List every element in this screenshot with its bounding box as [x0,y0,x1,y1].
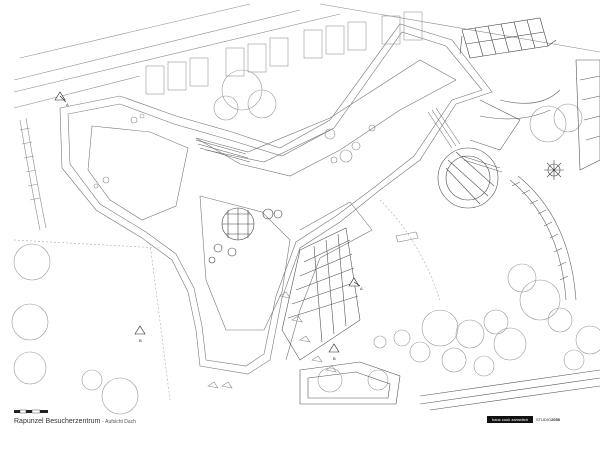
section-marker: A [348,277,363,291]
footpaths [13,199,441,401]
architect-label: haus cook zamwitch [487,416,534,423]
greenhouse-grid [459,17,557,59]
section-marker: B [134,325,146,343]
drawing-title: Rapunzel Besucherzentrum - Aufsicht Dach [14,418,136,425]
tree-symbol [544,160,564,180]
studio-label: STUDIO2050 [536,417,560,422]
credit-block: haus cook zamwitch STUDIO2050 [487,416,560,423]
scale-bar [14,409,48,414]
studio-prefix: STUDIO [536,417,552,422]
section-marker-label: A [360,286,363,291]
seating-wedges [207,231,419,389]
parking-stalls [145,11,423,95]
section-marker-label: A [66,102,69,107]
lower-building [299,59,600,411]
paved-plaza-grid [281,227,361,361]
drawing-title-sub: - Aufsicht Dach [102,419,136,425]
section-marker-label: B [139,338,142,343]
roof-hatching [195,107,503,173]
embankment-left [19,117,47,231]
visitor-center-roof [59,23,493,375]
road-lines [13,3,600,109]
trees [11,69,600,415]
section-marker-label: B [333,356,336,361]
planters [93,113,376,189]
studio-year: 2050 [551,417,561,422]
skylight-dome [208,207,283,264]
spiral-stair [437,147,499,209]
section-marker: B [328,343,340,361]
section-marker: A [54,91,69,107]
curved-stair-path [469,89,577,301]
drawing-title-main: Rapunzel Besucherzentrum [14,418,101,425]
